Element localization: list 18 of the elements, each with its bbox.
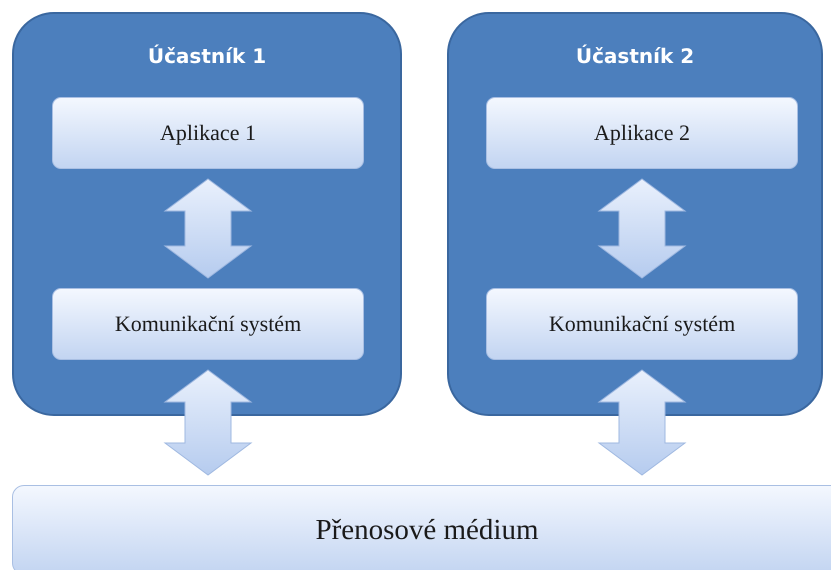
layer-box (52, 97, 364, 169)
double-arrow (598, 369, 686, 476)
box-label: Aplikace 1 (160, 120, 256, 146)
double-arrow (598, 178, 686, 279)
medium-box (12, 485, 831, 570)
double-arrow (164, 369, 252, 476)
participant-panel (447, 12, 823, 416)
participant-panel (12, 12, 402, 416)
box-label: Komunikační systém (114, 311, 302, 337)
panel-heading: Účastník 1 (146, 44, 268, 68)
box-label: Aplikace 2 (594, 120, 690, 146)
layer-box (486, 97, 798, 169)
layer-box (486, 288, 798, 360)
box-label: Komunikační systém (548, 311, 736, 337)
layer-box (52, 288, 364, 360)
panel-heading: Účastník 2 (574, 44, 696, 68)
box-label: Přenosové médium (315, 514, 539, 546)
double-arrow (164, 178, 252, 279)
